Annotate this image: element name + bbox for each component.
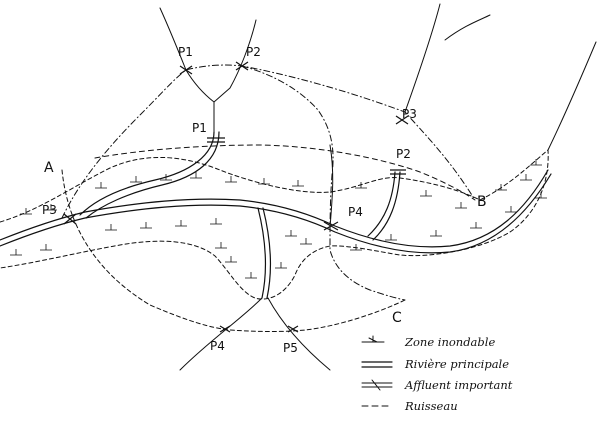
station-p1-mid-label: P1: [192, 121, 207, 135]
legend-tributary-symbol: [361, 379, 393, 391]
flood-zone-boundary: [0, 149, 549, 300]
legend-flood-symbol: [361, 335, 385, 343]
stream-p2-top: [213, 19, 257, 103]
legend-tributary-label: Affluent important: [404, 378, 513, 392]
legend-main-river-symbol: [361, 361, 393, 368]
station-p3-right-label: P3: [402, 107, 417, 121]
basin-boundary-south: [61, 169, 406, 332]
point-c-label: C: [392, 310, 402, 326]
stream-north-right: [404, 3, 441, 113]
stream-p5-bottom: [267, 297, 331, 371]
legend-zone-inondable: Zone inondable: [361, 335, 495, 349]
main-river: [0, 169, 552, 254]
stream-p4-bottom: [179, 297, 263, 371]
sub-basin-boundary-center: [241, 65, 406, 301]
station-markers: [63, 61, 409, 333]
legend-main-river-label: Rivière principale: [404, 357, 509, 371]
station-p3-left-label: P3: [42, 203, 57, 217]
station-p4-bottom-label: P4: [210, 339, 225, 353]
legend: Zone inondable Rivière principale Afflue…: [361, 335, 513, 413]
legend-riviere-principale: Rivière principale: [361, 357, 509, 371]
station-p5-bottom-label: P5: [283, 341, 298, 355]
station-p2-right-label: P2: [396, 147, 411, 161]
legend-affluent-important: Affluent important: [361, 378, 513, 392]
stream-north-top: [444, 14, 491, 41]
tributary-p2-right: [367, 171, 401, 241]
river-northeast: [547, 41, 597, 151]
legend-ruisseau: Ruisseau: [361, 399, 458, 413]
point-b-label: B: [477, 194, 487, 210]
legend-stream-label: Ruisseau: [404, 399, 458, 413]
point-a-label: A: [44, 160, 54, 176]
station-p2-top-label: P2: [246, 45, 261, 59]
stream-center: [329, 144, 334, 229]
station-p4-center-label: P4: [348, 205, 363, 219]
sub-basin-boundary-upper: [94, 144, 476, 201]
legend-flood-label: Zone inondable: [404, 335, 495, 349]
tributary-p4: [257, 207, 272, 299]
station-p1-top-label: P1: [178, 45, 193, 59]
tributary-p1: [79, 131, 220, 219]
flood-zone-hatching: [10, 159, 547, 279]
sub-basin-boundary-outer: [61, 64, 476, 219]
